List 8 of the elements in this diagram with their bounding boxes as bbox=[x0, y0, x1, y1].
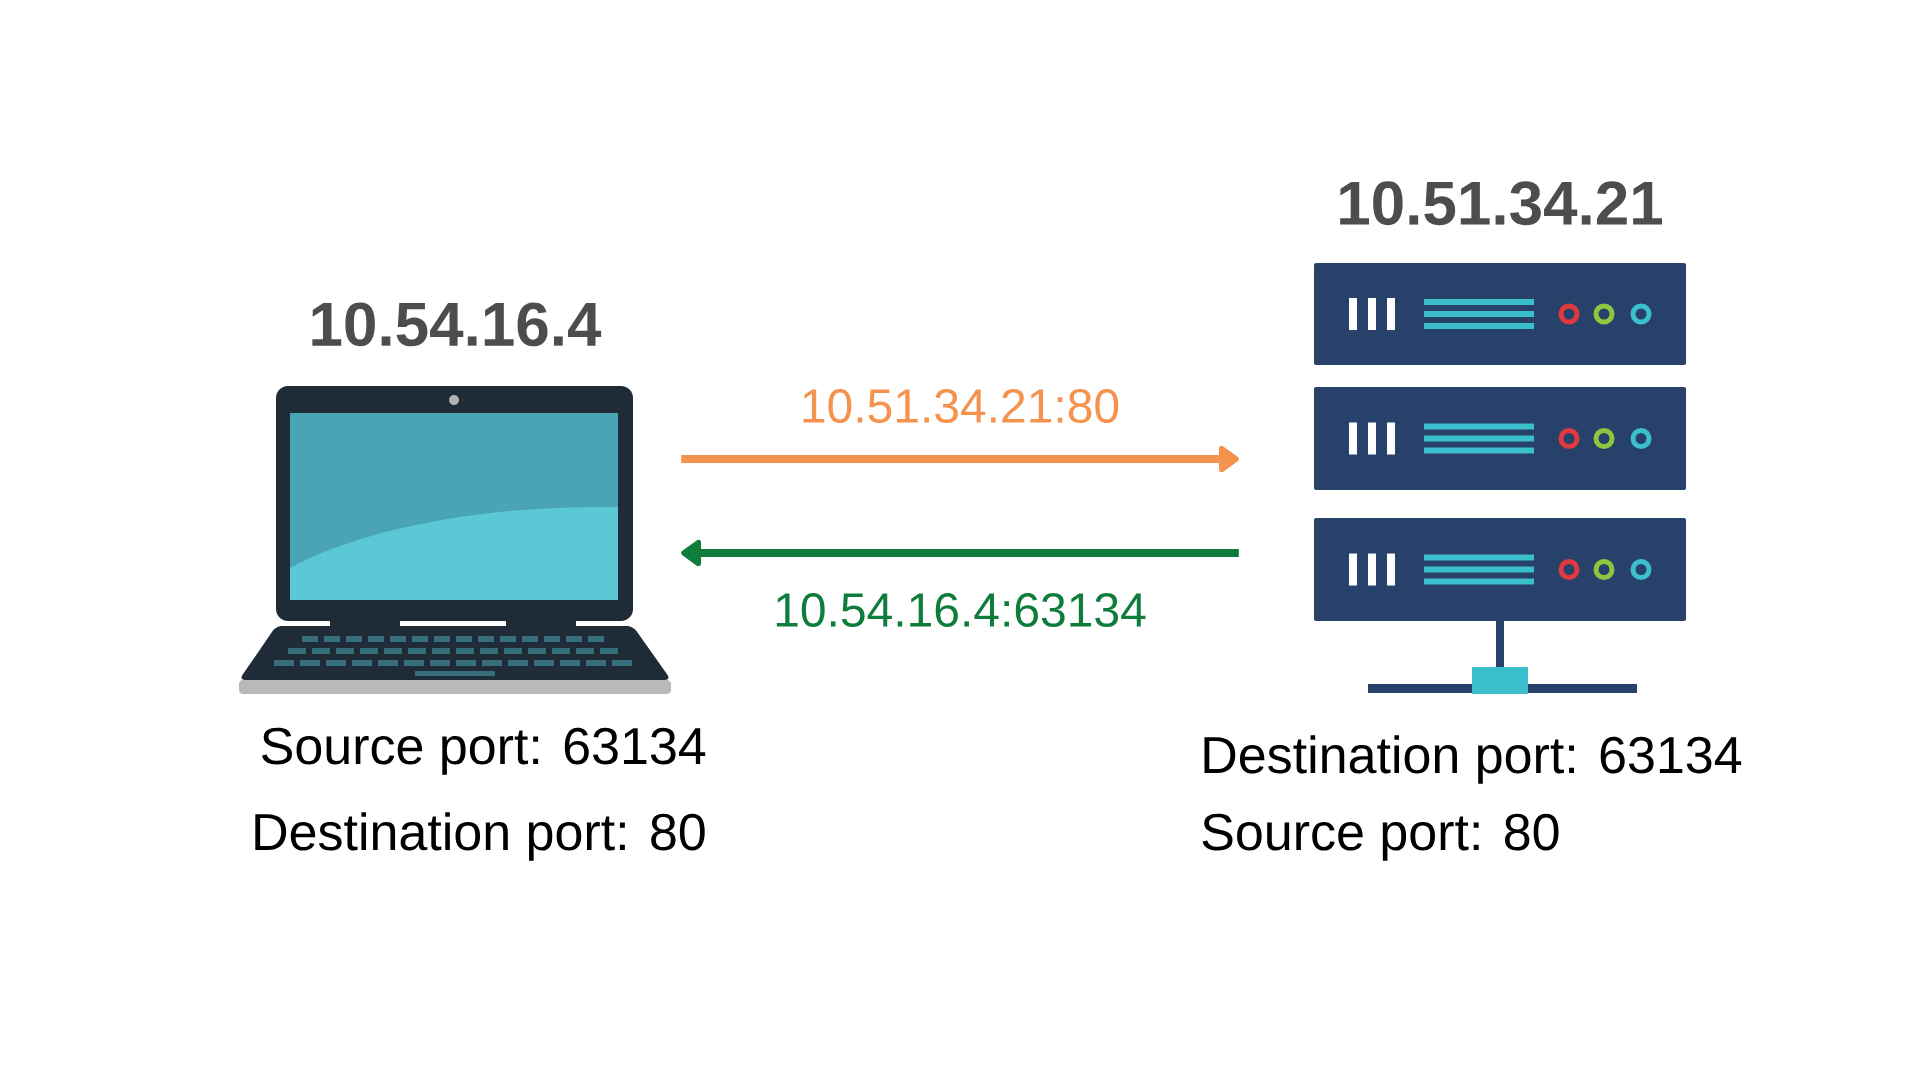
edge-label: 10.54.16.4:63134 bbox=[771, 591, 1149, 629]
ip-address: 10.54.16.4 bbox=[312, 302, 602, 347]
port-text: Source port: 80 bbox=[1202, 813, 1559, 861]
ip-address: 10.51.34.21 bbox=[1340, 181, 1662, 226]
port-text: Destination port: 80 bbox=[255, 812, 705, 861]
edge-label: 10.51.34.21:80 bbox=[797, 387, 1123, 425]
port-text: Destination port: 63134 bbox=[1204, 735, 1742, 784]
port-text: Source port: 63134 bbox=[262, 727, 706, 775]
